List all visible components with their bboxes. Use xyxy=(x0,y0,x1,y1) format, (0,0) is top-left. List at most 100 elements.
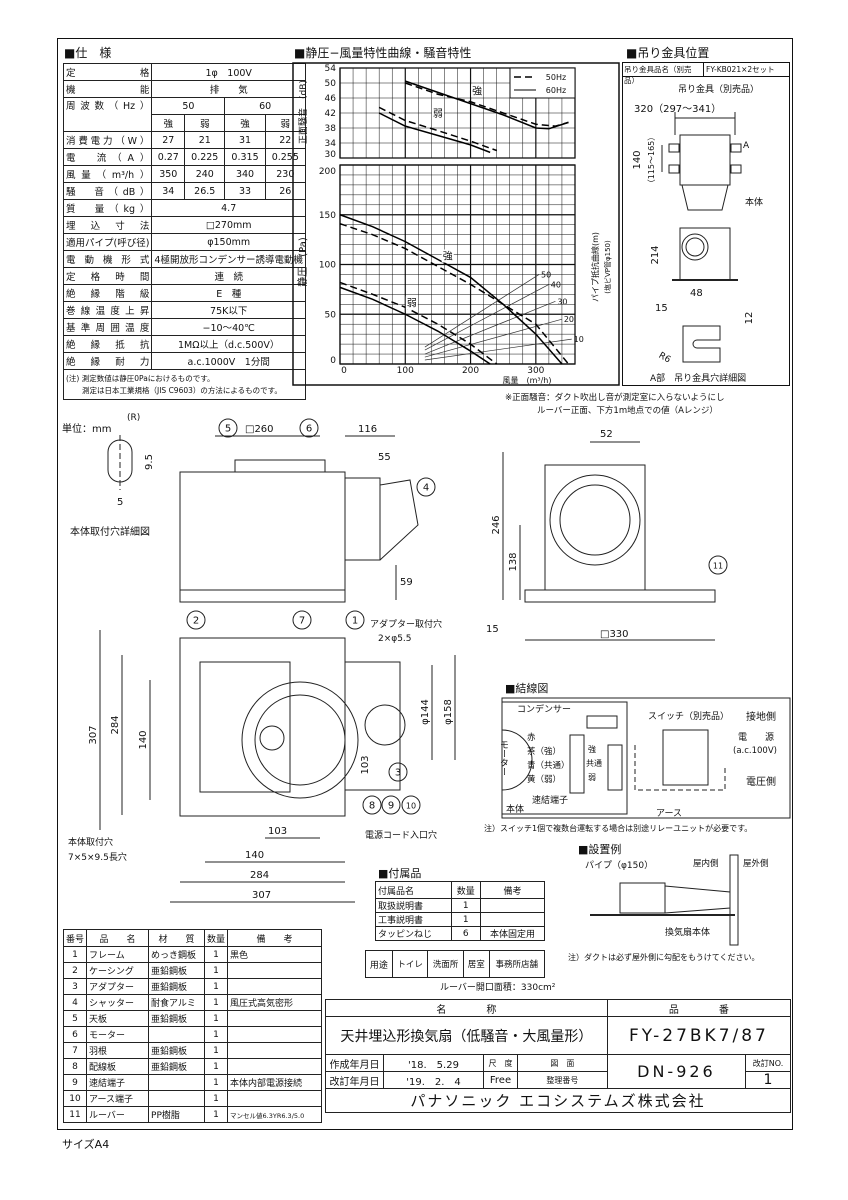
parts-cell: 黒色 xyxy=(227,946,322,963)
wiring-title: ■結線図 xyxy=(505,681,548,695)
wire-brown: 茶（強） xyxy=(527,746,561,757)
chart-note: ルーバー正面、下方1m地点での値（Aレンジ） xyxy=(537,406,718,416)
dim-307: 307 xyxy=(88,725,99,744)
callout-circle xyxy=(218,418,238,438)
parts-cell: 亜鉛鋼板 xyxy=(148,978,206,995)
parts-cell xyxy=(227,978,322,995)
parts-cell xyxy=(148,1090,206,1107)
parts-cell: 風圧式高気密形 xyxy=(227,994,322,1011)
parts-cell xyxy=(227,962,322,979)
callout-circle xyxy=(292,610,312,630)
cord-hole-label: 電源コード入口穴 xyxy=(365,829,437,841)
accessories-title: ■付属品 xyxy=(378,867,421,880)
parts-cell: 1 xyxy=(204,978,229,995)
louver-area: ルーバー開口面積：330cm² xyxy=(440,981,556,993)
spec-title: ■仕 様 xyxy=(64,46,112,60)
x-tick-label: 200 xyxy=(462,366,479,376)
parts-cell xyxy=(227,1090,322,1107)
noise-y-axis-label: 正面騒音 (dB) xyxy=(297,80,309,144)
parts-cell xyxy=(148,1074,206,1091)
acc-cell: 取扱説明書 xyxy=(375,898,452,913)
power-label: 電 源 xyxy=(738,732,774,743)
install-title: ■設置例 xyxy=(578,842,621,856)
drawing-number: DN-926 xyxy=(606,1054,747,1089)
scale-value: Free xyxy=(483,1071,518,1089)
pressure-series-50Hz-弱 xyxy=(339,281,498,365)
parts-cell xyxy=(227,1042,322,1059)
parts-cell: 5 xyxy=(62,1010,88,1027)
install-note: 注）ダクトは必ず屋外側に勾配をもうけてください。 xyxy=(568,952,760,962)
hanger-diagram: 吊り金具（別売品） 320（297〜341） A 140 （115〜165） 本… xyxy=(632,83,763,384)
number-header: 品 番 xyxy=(606,999,792,1017)
chart-title: ■静圧−風量特性曲線・騒音特性 xyxy=(294,46,472,60)
parts-cell xyxy=(227,1010,322,1027)
pressure-y-tick-label: 100 xyxy=(319,261,336,271)
dim-246: 246 xyxy=(491,515,502,534)
dim-140: 140 xyxy=(138,730,149,749)
parts-cell: 亜鉛鋼板 xyxy=(148,962,206,979)
hanger-h12: 12 xyxy=(744,312,755,325)
callout-circle xyxy=(381,795,401,815)
pressure-y-tick-label: 200 xyxy=(319,167,336,177)
noise-y-tick-label: 46 xyxy=(325,94,337,104)
hole-detail-caption: 本体取付穴詳細図 xyxy=(70,525,150,538)
pipe-curve-label: 20 xyxy=(564,315,574,324)
spec-note: 測定は日本工業規格（JIS C9603）の方法によるものです。 xyxy=(82,385,282,395)
parts-cell xyxy=(227,1026,322,1043)
rev-number: 1 xyxy=(745,1071,791,1089)
dim-5: 5 xyxy=(117,497,123,508)
parts-cell: 1 xyxy=(204,946,229,963)
hanger-title: ■吊り金具位置 xyxy=(626,46,710,60)
parts-cell: アダプター xyxy=(86,978,150,995)
usage-item: トイレ xyxy=(391,950,429,978)
callout-number: 2 xyxy=(193,616,199,627)
pipe-curve-label: 40 xyxy=(551,280,561,289)
pipe-curve-label: 10 xyxy=(574,335,584,344)
hanger-box xyxy=(622,62,790,386)
front-view: 52 246 138 15 □330 xyxy=(486,429,716,641)
drawing-label: 図 面 xyxy=(517,1054,608,1072)
sheet-frame xyxy=(57,38,793,1130)
acc-header: 備考 xyxy=(479,881,546,899)
dim-phi158: φ158 xyxy=(443,699,454,725)
dim-15: 15 xyxy=(486,624,499,635)
spec-label: 周波数（Hz） xyxy=(62,97,153,132)
product-number: FY-27BK7/87 xyxy=(606,1016,792,1055)
parts-cell: 天板 xyxy=(86,1010,150,1027)
parts-cell: 亜鉛鋼板 xyxy=(148,1010,206,1027)
callout-number: 9 xyxy=(388,801,394,812)
parts-cell: フレーム xyxy=(86,946,150,963)
dim-59: 59 xyxy=(400,577,413,588)
parts-cell: 本体内部電源接続 xyxy=(227,1074,322,1091)
side-view: □260 116 55 59 xyxy=(179,424,419,603)
revised-date: '19. 2. 4 xyxy=(383,1071,484,1089)
legend-label-60hz: 60Hz xyxy=(546,86,566,95)
pipe-resistance-curve-10 xyxy=(424,338,572,361)
chart-note: ※正面騒音：ダクト吹出し音が測定室に入らないようにし xyxy=(505,393,725,403)
switch-label: スイッチ（別売品） xyxy=(648,710,729,722)
parts-cell: 8 xyxy=(62,1058,88,1075)
parts-cell: 羽根 xyxy=(86,1042,150,1059)
pipe-curve-label: 30 xyxy=(557,297,567,306)
acc-cell: 本体固定用 xyxy=(479,926,546,941)
acc-cell: 1 xyxy=(450,898,481,913)
parts-cell: 1 xyxy=(204,1058,229,1075)
power-spec: (a.c.100V) xyxy=(733,746,777,756)
outdoor-label: 屋外側 xyxy=(743,858,769,869)
body-label: 本体 xyxy=(506,803,524,815)
terminal-weak: 弱 xyxy=(588,773,596,782)
pipe-label: パイプ（φ150） xyxy=(585,860,653,871)
x-tick-label: 300 xyxy=(527,366,544,376)
x-tick-label: 100 xyxy=(397,366,414,376)
parts-cell: 1 xyxy=(204,1010,229,1027)
acc-cell xyxy=(479,898,546,913)
ground-side-label: 接地側 xyxy=(746,710,776,723)
